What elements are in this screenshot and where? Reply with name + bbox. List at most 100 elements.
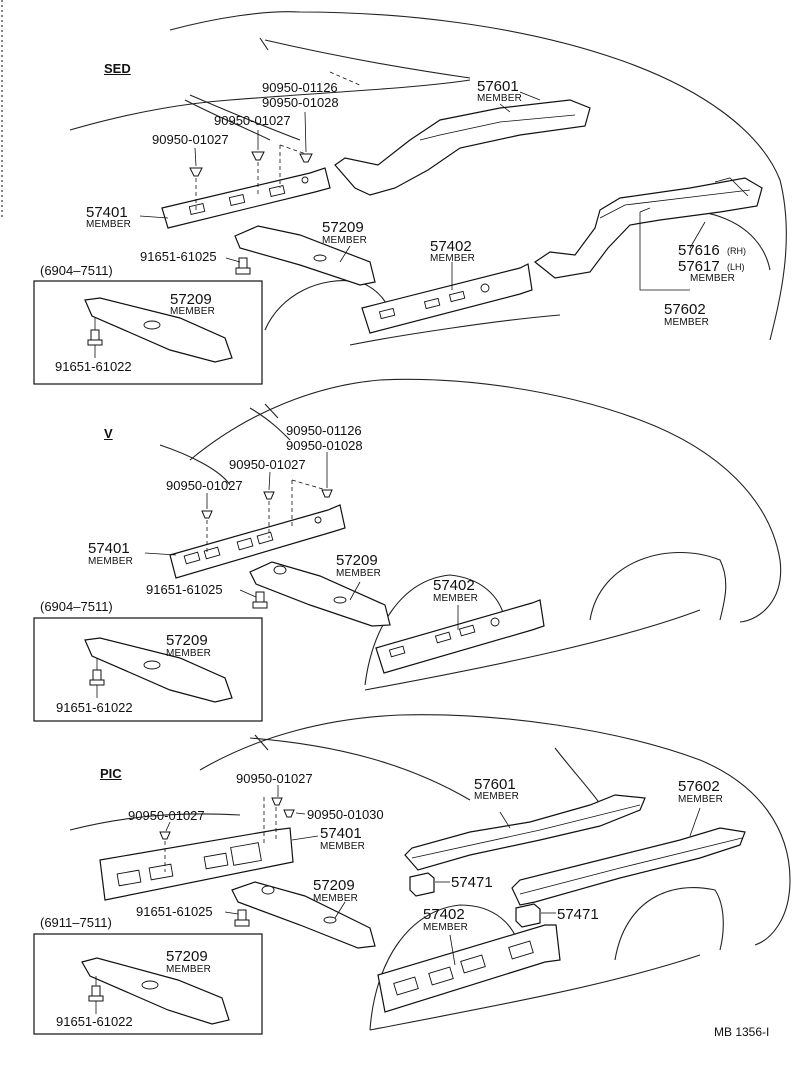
v-label-90950-01027a: 90950-01027 — [229, 457, 306, 472]
sed-dash-a — [329, 71, 363, 87]
sed-label-57616-rh: (RH) — [727, 246, 746, 256]
sed-label-57209: 57209 — [322, 219, 364, 236]
sed-bolt-91651-61025 — [235, 257, 251, 275]
v-inset-range: (6904–7511) — [40, 599, 113, 614]
pic-label-57601: 57601 — [474, 776, 516, 793]
pic-label-91651-61025: 91651-61025 — [136, 904, 213, 919]
sed-label-90950-01027a: 90950-01027 — [214, 113, 291, 128]
v-inset-label-91651-61022: 91651-61022 — [56, 700, 133, 715]
sed-inset-label-57209: 57209 — [170, 291, 212, 308]
section-title-v: V — [104, 426, 113, 441]
pic-label-57602-sub: MEMBER — [678, 794, 724, 805]
sed-label-57617-lh: (LH) — [727, 262, 745, 272]
pic-label-57209-sub: MEMBER — [313, 893, 359, 904]
pic-label-57602: 57602 — [678, 778, 720, 795]
v-clip-90950-01027a — [201, 510, 213, 519]
pic-label-90950-01027b: 90950-01027 — [128, 808, 205, 823]
pic-clip-90950-01030 — [283, 809, 295, 818]
pic-label-57601-sub: MEMBER — [474, 791, 520, 802]
sed-label-91651-61025: 91651-61025 — [140, 249, 217, 264]
sed-label-57601: 57601 — [477, 78, 519, 95]
sed-member-57209 — [234, 225, 376, 286]
section-title-pic: PIC — [100, 766, 122, 781]
sed-label-90950-01027b: 90950-01027 — [152, 132, 229, 147]
pic-inset-member-57209 — [81, 957, 230, 1025]
sed-label-57617: 57617 — [678, 258, 720, 275]
v-member-57209 — [249, 561, 391, 627]
sed-label-57602-sub: MEMBER — [664, 317, 710, 328]
sed-body-outline — [69, 11, 787, 346]
pic-bracket-57471a — [409, 872, 435, 897]
v-clip-90950-01028 — [321, 489, 333, 498]
sed-inset-box — [33, 280, 263, 385]
sed-clip-90950-01027b — [251, 151, 265, 161]
sed-label-90950-01126: 90950-01126 — [262, 80, 338, 95]
sed-inset-member-57209 — [84, 297, 233, 363]
v-label-57402: 57402 — [433, 577, 475, 594]
sed-inset-range: (6904–7511) — [40, 263, 113, 278]
pic-bracket-57471b — [515, 903, 541, 928]
pic-inset-label-91651-61022: 91651-61022 — [56, 1014, 133, 1029]
pic-member-57602 — [511, 827, 746, 906]
pic-inset-label-57209-sub: MEMBER — [166, 964, 212, 975]
sed-label-57616: 57616 — [678, 242, 720, 259]
pic-clip-90950-01027a — [159, 831, 171, 840]
v-inset-bolt — [89, 658, 105, 698]
pic-label-57471b: 57471 — [557, 906, 599, 923]
v-label-57401-sub: MEMBER — [88, 556, 134, 567]
pic-label-57402: 57402 — [423, 906, 465, 923]
pic-inset-range: (6911–7511) — [40, 915, 112, 930]
v-inset-member-57209 — [84, 637, 233, 703]
sed-clip-90950-01027a — [189, 167, 203, 177]
sed-label-57401-sub: MEMBER — [86, 219, 132, 230]
sed-label-57402-sub: MEMBER — [430, 253, 476, 264]
pic-label-57401-sub: MEMBER — [320, 841, 366, 852]
sed-label-57401: 57401 — [86, 204, 128, 221]
sed-inset-label-57209-sub: MEMBER — [170, 306, 216, 317]
sed-member-57601 — [334, 99, 591, 196]
v-label-57209-sub: MEMBER — [336, 568, 382, 579]
sed-clip-90950-01028 — [299, 153, 313, 163]
v-label-91651-61025: 91651-61025 — [146, 582, 223, 597]
sed-label-57601-sub: MEMBER — [477, 93, 523, 104]
sed-label-57402: 57402 — [430, 238, 472, 255]
v-label-57402-sub: MEMBER — [433, 593, 479, 604]
v-member-57401 — [169, 504, 346, 579]
v-clip-90950-01027b — [263, 491, 275, 500]
pic-label-57209: 57209 — [313, 877, 355, 894]
v-inset-label-57209: 57209 — [166, 632, 208, 649]
v-member-57402 — [375, 599, 545, 674]
v-label-90950-01126: 90950-01126 — [286, 423, 362, 438]
sed-member-57402 — [361, 263, 533, 334]
sed-inset-label-91651-61022: 91651-61022 — [55, 359, 132, 374]
pic-inset-bolt — [88, 976, 104, 1014]
pic-label-57471a: 57471 — [451, 874, 493, 891]
v-label-90950-01027b: 90950-01027 — [166, 478, 243, 493]
sed-label-57209-sub: MEMBER — [322, 235, 368, 246]
sed-label-57617-sub: MEMBER — [690, 273, 736, 284]
v-label-57209: 57209 — [336, 552, 378, 569]
v-body-outline — [159, 378, 782, 691]
pic-inset-box — [33, 933, 263, 1035]
pic-label-90950-01027a: 90950-01027 — [236, 771, 313, 786]
sed-member-57602 — [533, 177, 763, 279]
v-label-57401: 57401 — [88, 540, 130, 557]
pic-clip-90950-01027b — [271, 797, 283, 806]
pic-member-57601 — [404, 794, 646, 871]
diagram-code: MB 1356-I — [714, 1025, 770, 1039]
pic-label-57401: 57401 — [320, 825, 362, 842]
pic-label-57402-sub: MEMBER — [423, 922, 469, 933]
v-inset-label-57209-sub: MEMBER — [166, 648, 212, 659]
v-bolt-91651-61025 — [252, 591, 268, 609]
pic-inset-label-57209: 57209 — [166, 948, 208, 965]
sed-inset-bolt — [87, 318, 103, 358]
v-inset-box — [33, 617, 263, 722]
pic-bolt-91651-61025 — [234, 909, 250, 927]
sed-member-57401 — [161, 167, 331, 229]
sed-label-57602: 57602 — [664, 301, 706, 318]
section-title-sed: SED — [104, 61, 131, 76]
v-label-90950-01028: 90950-01028 — [286, 438, 363, 453]
sed-label-90950-01028: 90950-01028 — [262, 95, 339, 110]
